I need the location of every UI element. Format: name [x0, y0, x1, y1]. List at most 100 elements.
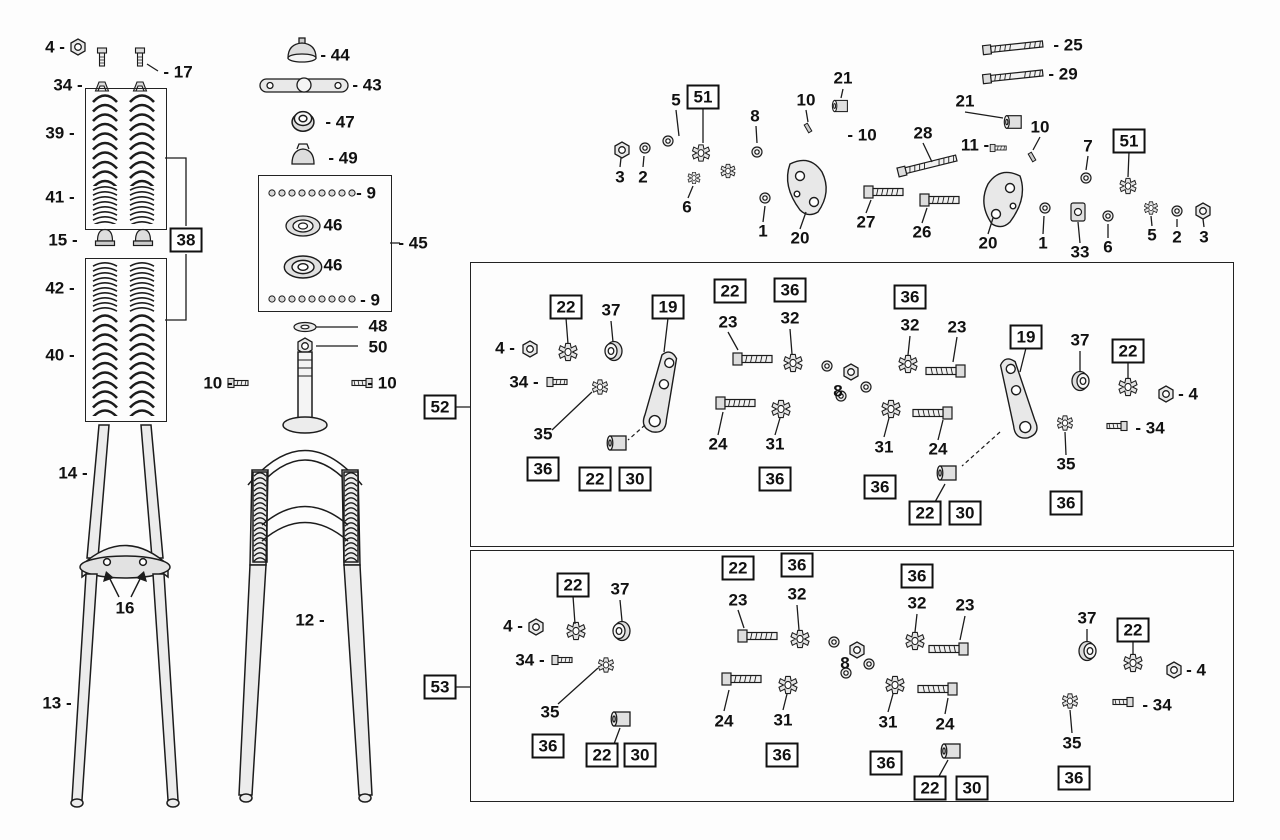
part-label-36: 36 — [869, 750, 903, 776]
part-label-6: 6 — [1103, 237, 1113, 257]
part-label-34: 34 - — [53, 75, 83, 95]
part-label-51: 51 — [686, 84, 720, 110]
part-label-30: 30 — [618, 466, 652, 492]
part-label-36: 36 — [780, 552, 814, 578]
part-label-28: 28 — [913, 123, 933, 143]
part-label-33: 33 — [1070, 242, 1090, 262]
part-label-35: 35 — [1062, 733, 1082, 753]
part-label-37: 37 — [1077, 608, 1097, 628]
part-label-36: 36 — [863, 474, 897, 500]
part-label-14: 14 - — [58, 463, 88, 483]
part-label-22: 22 — [908, 500, 942, 526]
part-label-41: 41 - — [45, 187, 75, 207]
part-label-31: 31 — [773, 710, 793, 730]
part-label-48: 48 — [368, 316, 388, 336]
part-label-19: 19 — [651, 294, 685, 320]
part-label-7: 7 — [1083, 136, 1093, 156]
spring-assembly-art — [70, 38, 155, 416]
part-label-22: 22 — [578, 466, 612, 492]
upper-spring-box — [85, 88, 167, 230]
part-label-37: 37 — [610, 579, 630, 599]
part-label-4: - 4 — [1186, 660, 1206, 680]
part-label-36: 36 — [1049, 490, 1083, 516]
part-label-2: 2 — [638, 167, 648, 187]
part-label-36: 36 — [1057, 765, 1091, 791]
part-label-9: - 9 — [360, 290, 380, 310]
part-label-2: 2 — [1172, 227, 1182, 247]
part-label-24: 24 — [708, 434, 728, 454]
lower-spring-box — [85, 258, 167, 422]
part-label-31: 31 — [878, 712, 898, 732]
part-label-37: 37 — [601, 300, 621, 320]
part-label-42: 42 - — [45, 278, 75, 298]
part-label-27: 27 — [856, 212, 876, 232]
part-label-4: 4 - — [503, 616, 523, 636]
part-label-22: 22 — [585, 742, 619, 768]
part-label-32: 32 — [780, 308, 800, 328]
part-label-4: 4 - — [495, 338, 515, 358]
part-label-43: - 43 — [352, 75, 382, 95]
part-label-30: 30 — [623, 742, 657, 768]
part-label-31: 31 — [874, 437, 894, 457]
part-label-22: 22 — [913, 775, 947, 801]
part-label-52: 52 — [423, 394, 457, 420]
part-label-19: 19 — [1009, 324, 1043, 350]
part-label-25: - 25 — [1053, 35, 1083, 55]
part-label-35: 35 — [540, 702, 560, 722]
part-label-34: 34 - — [515, 650, 545, 670]
part-label-24: 24 — [714, 711, 734, 731]
part-label-36: 36 — [526, 456, 560, 482]
part-label-44: - 44 — [320, 45, 350, 65]
part-label-31: 31 — [765, 434, 785, 454]
part-label-20: 20 — [978, 233, 998, 253]
part-label-36: 36 — [900, 563, 934, 589]
part-label-39: 39 - — [45, 123, 75, 143]
section-52-box — [470, 262, 1234, 547]
part-label-8: 8 — [833, 381, 843, 401]
part-label-10: 10 - — [203, 373, 233, 393]
part-label-10: 10 — [1030, 117, 1050, 137]
part-label-22: 22 — [1116, 617, 1150, 643]
part-label-8: 8 — [750, 106, 760, 126]
part-label-10: - 10 — [847, 125, 877, 145]
part-label-3: 3 — [615, 167, 625, 187]
part-label-29: - 29 — [1048, 64, 1078, 84]
part-label-6: 6 — [682, 197, 692, 217]
part-label-4: 4 - — [45, 37, 65, 57]
part-label-37: 37 — [1070, 330, 1090, 350]
part-label-22: 22 — [556, 572, 590, 598]
part-label-23: 23 — [728, 590, 748, 610]
part-label-34: - 34 — [1142, 695, 1172, 715]
part-label-46: 46 — [323, 215, 343, 235]
part-label-1: 1 — [1038, 233, 1048, 253]
part-label-3: 3 — [1199, 227, 1209, 247]
part-label-24: 24 — [935, 714, 955, 734]
left-fork-art — [70, 424, 180, 808]
part-label-34: - 34 — [1135, 418, 1165, 438]
part-label-30: 30 — [955, 775, 989, 801]
part-label-53: 53 — [423, 674, 457, 700]
part-label-15: 15 - — [48, 230, 78, 250]
part-label-22: 22 — [549, 294, 583, 320]
part-label-23: 23 — [947, 317, 967, 337]
part-label-10: 10 — [796, 90, 816, 110]
part-label-16: 16 — [115, 598, 135, 618]
part-label-17: - 17 — [163, 62, 193, 82]
part-label-9: - 9 — [356, 183, 376, 203]
steering-bearing-box — [258, 175, 392, 312]
part-label-50: 50 — [368, 337, 388, 357]
part-label-36: 36 — [531, 733, 565, 759]
part-label-5: 5 — [671, 90, 681, 110]
part-label-32: 32 — [900, 315, 920, 335]
part-label-47: - 47 — [325, 112, 355, 132]
part-label-10: - 10 — [367, 373, 397, 393]
part-label-38: 38 — [169, 227, 203, 253]
part-label-36: 36 — [758, 466, 792, 492]
part-label-11: 11 - — [960, 135, 990, 155]
part-label-23: 23 — [955, 595, 975, 615]
section-53-box — [470, 550, 1234, 802]
part-label-30: 30 — [948, 500, 982, 526]
part-label-32: 32 — [907, 593, 927, 613]
part-label-26: 26 — [912, 222, 932, 242]
